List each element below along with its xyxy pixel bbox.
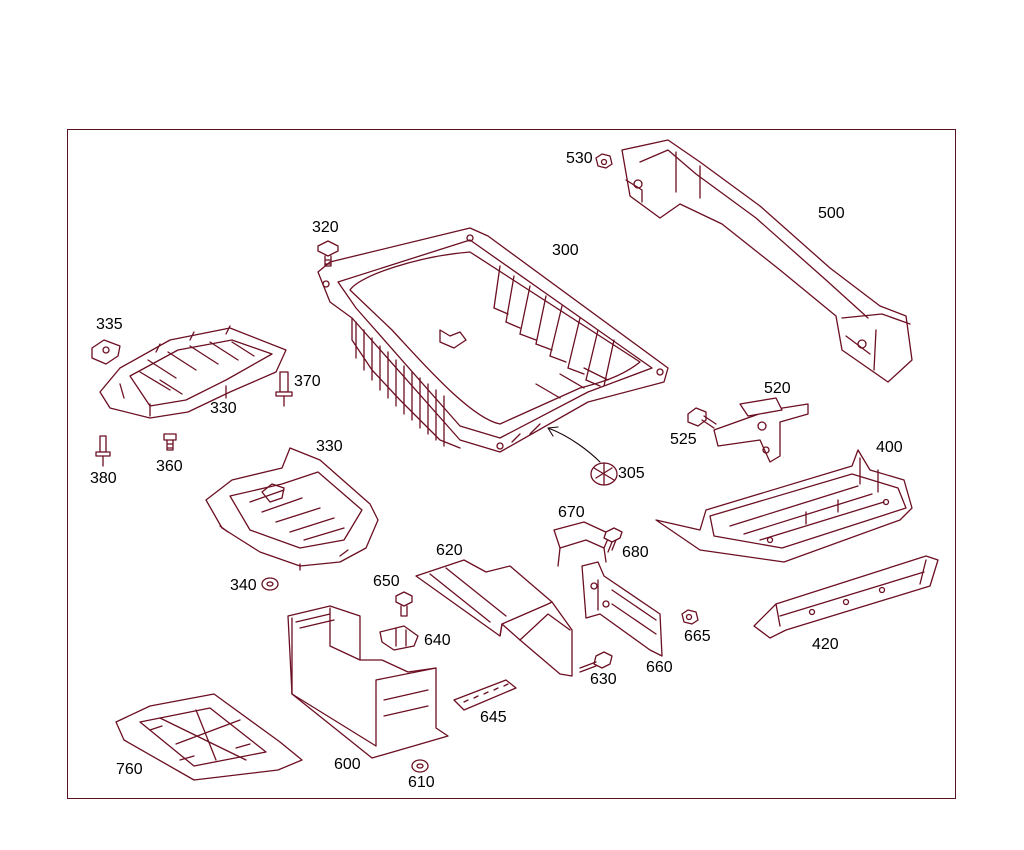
callout-320: 320 [312,219,339,236]
part-305-grommet[interactable] [547,426,618,486]
callout-500: 500 [818,205,845,222]
callout-600: 600 [334,756,361,773]
part-420-rail[interactable] [753,555,939,639]
callout-680: 680 [622,544,649,561]
callout-640: 640 [424,632,451,649]
part-360-screw[interactable] [163,433,177,451]
part-335-clip[interactable] [91,339,121,365]
part-760-tray[interactable] [115,693,303,781]
callout-300: 300 [552,242,579,259]
callout-335: 335 [96,316,123,333]
part-330-lower-cover[interactable] [205,447,379,571]
part-680-bolt[interactable] [603,527,623,553]
callout-650: 650 [373,573,400,590]
diagram-frame [67,129,956,799]
part-600-battery-box[interactable] [287,605,449,759]
callout-340: 340 [230,577,257,594]
callout-330-lower: 330 [316,438,343,455]
callout-670: 670 [558,504,585,521]
callout-610: 610 [408,774,435,791]
callout-660: 660 [646,659,673,676]
part-380-rivet[interactable] [95,435,111,467]
part-370-rivet[interactable] [275,371,293,407]
callout-380: 380 [90,470,117,487]
part-665-nut[interactable] [681,609,699,625]
callout-360: 360 [156,458,183,475]
part-530-nut[interactable] [595,153,613,169]
part-670-bracket[interactable] [553,521,611,567]
part-330-upper-plate[interactable] [99,325,287,419]
part-525-bolt[interactable] [687,407,717,429]
part-340-nut[interactable] [261,577,279,591]
callout-330-upper: 330 [210,400,237,417]
callout-630: 630 [590,671,617,688]
part-620-panel[interactable] [415,559,573,677]
part-400-floor-panel[interactable] [655,449,913,563]
callout-645: 645 [480,709,507,726]
part-660-bracket[interactable] [581,561,663,657]
callout-760: 760 [116,761,143,778]
callout-525: 525 [670,431,697,448]
part-630-bolt[interactable] [579,651,613,673]
part-500-crossmember[interactable] [621,139,913,383]
callout-370: 370 [294,373,321,390]
part-650-bolt[interactable] [395,591,413,617]
part-300-tub[interactable] [317,227,669,453]
callout-400: 400 [876,439,903,456]
part-320-bolt[interactable] [317,240,339,267]
callout-530: 530 [566,150,593,167]
part-645-strip[interactable] [453,679,517,711]
callout-420: 420 [812,636,839,653]
callout-620: 620 [436,542,463,559]
part-520-bracket[interactable] [713,397,809,463]
callout-665: 665 [684,628,711,645]
part-640-clip[interactable] [379,625,419,651]
part-610-nut[interactable] [411,759,429,773]
callout-305: 305 [618,465,645,482]
callout-520: 520 [764,380,791,397]
